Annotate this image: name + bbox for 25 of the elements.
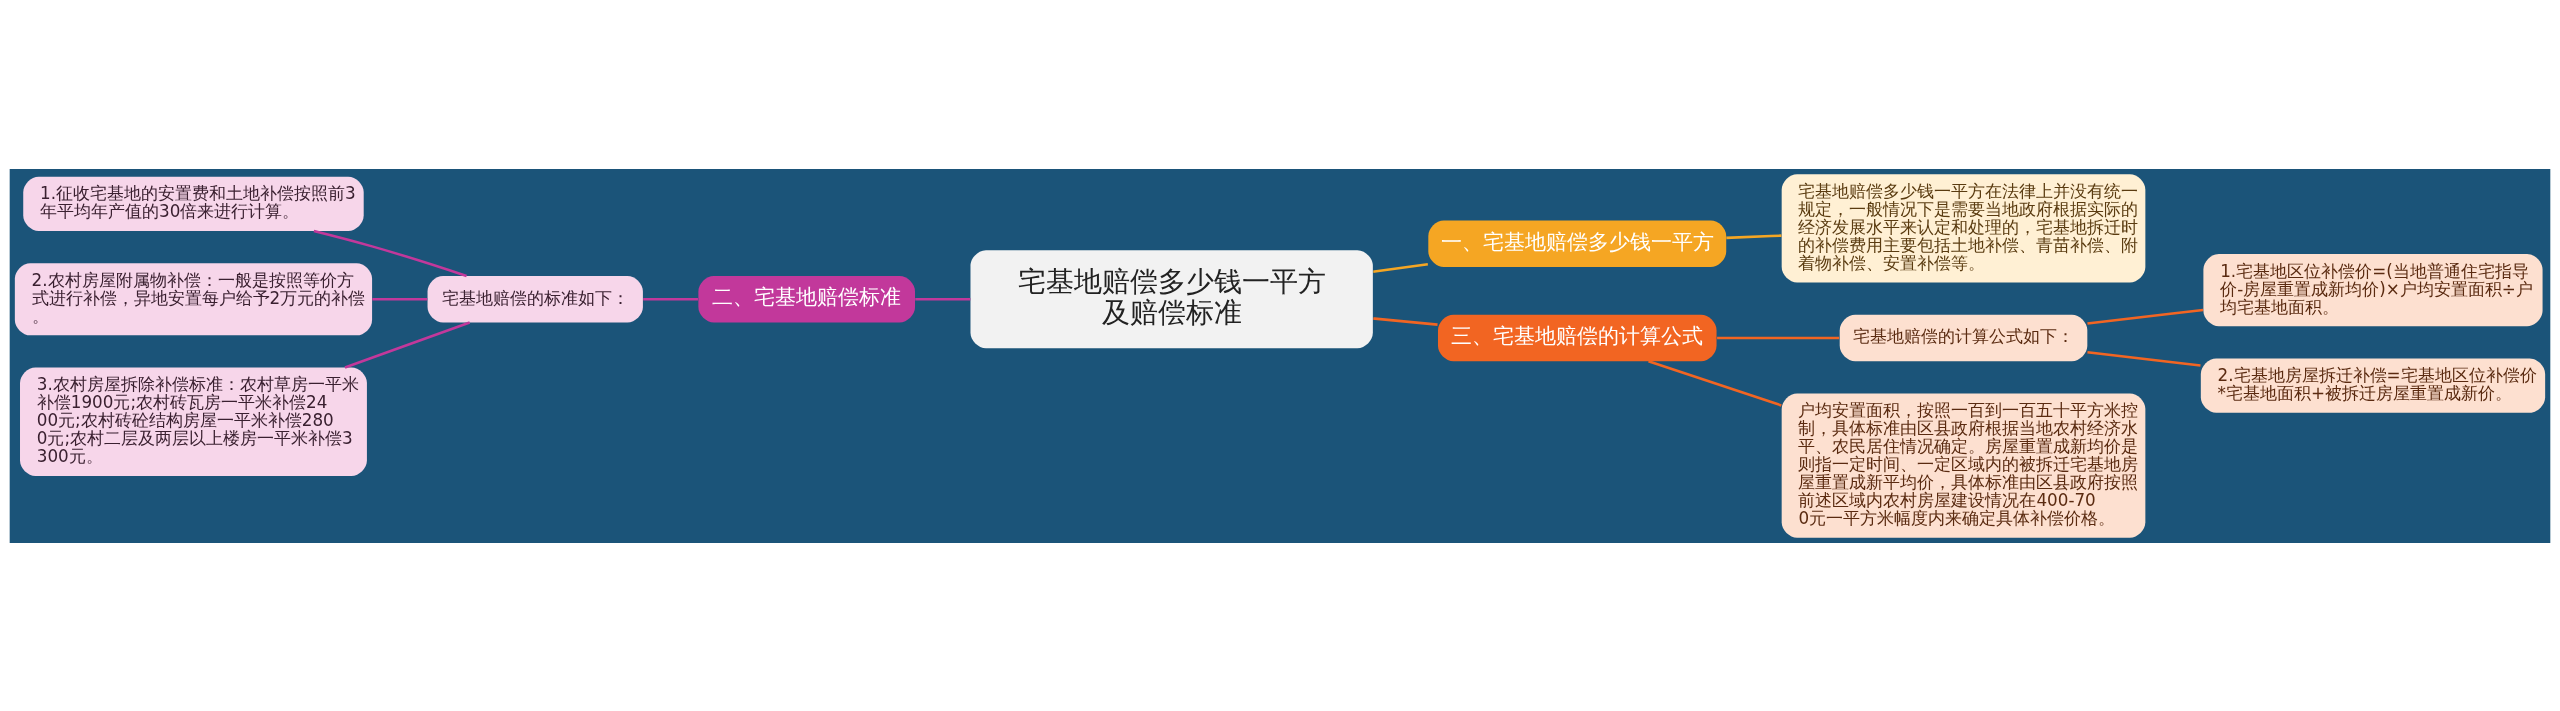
- connector: [643, 297, 698, 301]
- connector: [2087, 308, 2204, 325]
- node-box: 1.征收宅基地的安置费和土地补偿按照前3年平均年产值的30倍来进行计算。: [23, 176, 364, 231]
- connector: [1648, 359, 1782, 407]
- connector: [2087, 350, 2201, 367]
- connector: [313, 229, 467, 277]
- connector: [1373, 316, 1438, 326]
- node-box: 宅基地赔偿的标准如下：: [427, 275, 643, 322]
- connector: [1373, 262, 1428, 273]
- node-box: 1.宅基地区位补偿价=(当地普通住宅指导价-房屋重置成新均价)×户均安置面积÷户均宅基地面积。: [2203, 253, 2543, 326]
- node-box: 3.农村房屋拆除补偿标准：农村草房一平米补偿1900元;农村砖瓦房一平米补偿2400元;农村砖砼结构房屋一平米补偿2800元;农村二层及两层以上楼房一平米补偿3300元。: [20, 367, 367, 476]
- node-box: 宅基地赔偿的计算公式如下：: [1839, 314, 2088, 361]
- node-box: 三、宅基地赔偿的计算公式: [1438, 314, 1717, 361]
- node-box: 户均安置面积，按照一百到一百五十平方米控制，具体标准由区县政府根据当地农村经济水平、农民居住情况确定。房屋重置成新均价是则指一定时间、一定区域内的被拆迁宅基地房屋重置成新平均价，具体标准由区县政府按照前述区域内农村房屋建设情况在400-700元一平方米幅度内来确定具体补偿价格。: [1781, 392, 2146, 538]
- node-box: 二、宅基地赔偿标准: [698, 275, 916, 322]
- node-box: 宅基地赔偿多少钱一平方在法律上并没有统一规定，一般情况下是需要当地政府根据实际的经济发展水平来认定和处理的，宅基地拆迁时的补偿费用主要包括土地补偿、青苗补偿、附着物补偿、安置补偿等。: [1781, 173, 2146, 282]
- node-box: 2.宅基地房屋拆迁补偿=宅基地区位补偿价*宅基地面积+被拆迁房屋重置成新价。: [2200, 358, 2546, 413]
- node-box: 2.农村房屋附属物补偿：一般是按照等价方式进行补偿，异地安置每户给予2万元的补偿。: [14, 262, 373, 335]
- connector: [372, 297, 428, 301]
- connector: [915, 297, 971, 301]
- node-box: 宅基地赔偿多少钱一平方及赔偿标准: [970, 249, 1373, 348]
- node-box: 一、宅基地赔偿多少钱一平方: [1428, 220, 1727, 267]
- connector: [344, 320, 471, 369]
- connector: [1717, 336, 1840, 339]
- connector: [1726, 233, 1782, 239]
